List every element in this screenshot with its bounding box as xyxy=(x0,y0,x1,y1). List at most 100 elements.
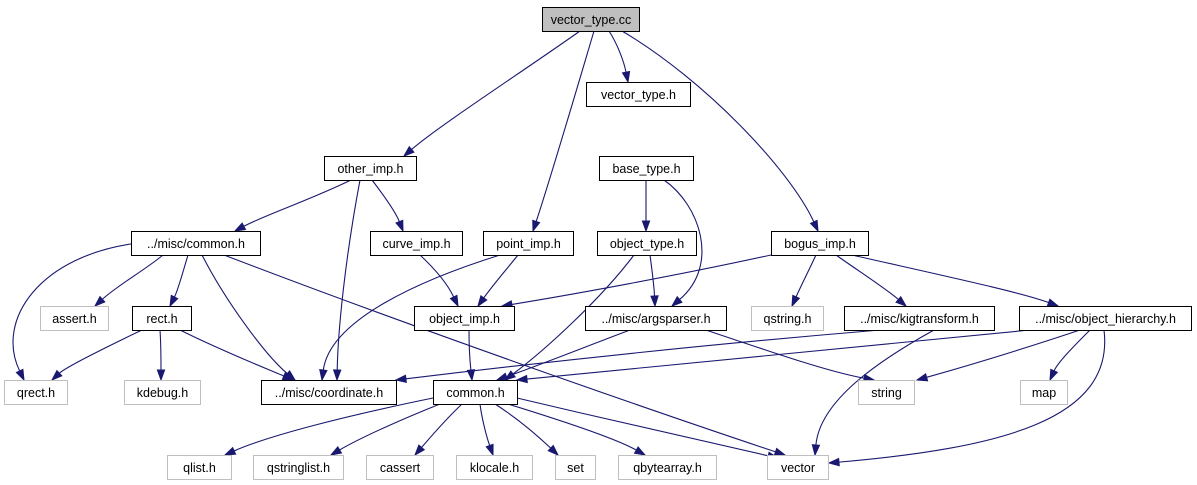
edge-vector-type-cc-to-other-imp-h xyxy=(402,30,581,157)
edge-line xyxy=(494,403,552,449)
node-label: kdebug.h xyxy=(137,386,188,400)
arrowhead xyxy=(319,369,328,382)
node-label: bogus_imp.h xyxy=(784,237,856,251)
edge-line xyxy=(201,254,288,375)
node-qlist-h: qlist.h xyxy=(167,455,232,480)
edge-line xyxy=(336,179,361,371)
node-misc-kigtransform-h[interactable]: ../misc/kigtransform.h xyxy=(844,306,995,331)
arrowhead xyxy=(414,444,426,457)
node-label: string xyxy=(871,386,902,400)
node-vector-type-h[interactable]: vector_type.h xyxy=(586,82,691,107)
edge-line xyxy=(506,329,631,378)
node-box xyxy=(40,306,109,331)
node-other-imp-h[interactable]: other_imp.h xyxy=(324,156,417,181)
node-box xyxy=(167,455,232,480)
edge-line xyxy=(405,329,881,380)
arrowhead xyxy=(621,70,631,84)
arrowhead xyxy=(515,374,528,384)
node-label: curve_imp.h xyxy=(382,237,450,251)
arrowhead xyxy=(670,295,683,307)
edge-line xyxy=(608,30,627,73)
node-object-type-h[interactable]: object_type.h xyxy=(597,231,697,256)
node-box xyxy=(483,231,574,256)
arrowhead xyxy=(281,371,295,381)
edge-bogus-imp-h-to-object-imp-h xyxy=(500,254,772,309)
node-misc-coordinate-h[interactable]: ../misc/coordinate.h xyxy=(261,380,397,405)
edge-vector-type-cc-to-bogus-imp-h xyxy=(621,30,819,233)
arrowhead xyxy=(394,374,407,384)
node-label: ../misc/coordinate.h xyxy=(275,386,383,400)
edge-object-imp-h-to-common-h xyxy=(466,329,476,382)
edges-layer xyxy=(12,30,1106,467)
node-box xyxy=(844,306,995,331)
edge-vector-type-cc-to-point-imp-h xyxy=(532,30,595,233)
node-misc-common-h[interactable]: ../misc/common.h xyxy=(131,231,261,256)
node-box xyxy=(261,380,397,405)
edge-object-hierarchy-h-to-map xyxy=(1049,329,1091,382)
edge-line xyxy=(411,30,581,150)
node-label: ../misc/common.h xyxy=(147,237,245,251)
node-curve-imp-h[interactable]: curve_imp.h xyxy=(370,231,463,256)
edge-curve-imp-h-to-object-imp-h xyxy=(419,254,459,308)
arrowhead xyxy=(650,295,659,308)
edge-common-h-to-qstringlist-h xyxy=(329,403,441,456)
arrowhead xyxy=(477,294,488,308)
node-object-imp-h[interactable]: object_imp.h xyxy=(414,306,515,331)
node-label: object_type.h xyxy=(610,237,684,251)
edge-line xyxy=(339,403,441,451)
arrowhead xyxy=(1049,368,1059,382)
arrowhead xyxy=(495,372,509,381)
node-kdebug-h: kdebug.h xyxy=(124,380,201,405)
node-label: assert.h xyxy=(52,312,97,326)
arrowhead xyxy=(915,373,929,382)
node-box xyxy=(456,455,533,480)
node-misc-object-hierarchy-h[interactable]: ../misc/object_hierarchy.h xyxy=(1019,306,1192,331)
edge-line xyxy=(507,403,637,451)
node-point-imp-h[interactable]: point_imp.h xyxy=(483,231,574,256)
node-box xyxy=(618,455,717,480)
edge-line xyxy=(233,397,434,452)
node-box xyxy=(585,306,727,331)
node-map: map xyxy=(1020,380,1068,405)
arrowhead xyxy=(485,443,494,457)
node-qrect-h: qrect.h xyxy=(4,380,68,405)
node-misc-argsparser-h[interactable]: ../misc/argsparser.h xyxy=(585,306,727,331)
node-klocale-h: klocale.h xyxy=(456,455,533,480)
edge-argsparser-h-to-common-h xyxy=(495,329,631,381)
edge-line xyxy=(1053,329,1091,372)
arrowhead xyxy=(895,295,908,307)
arrowhead xyxy=(332,369,342,382)
node-bogus-imp-h[interactable]: bogus_imp.h xyxy=(771,231,869,256)
edge-bogus-imp-h-to-object-hierarchy-h xyxy=(851,254,1060,307)
arrowhead xyxy=(641,220,651,233)
node-assert-h: assert.h xyxy=(40,306,109,331)
node-box xyxy=(1019,306,1192,331)
edge-line xyxy=(468,329,472,371)
node-set: set xyxy=(555,455,596,480)
node-rect-h[interactable]: rect.h xyxy=(132,306,192,331)
edge-line xyxy=(851,254,1049,304)
edge-common-misc-h-to-rect-h xyxy=(169,254,189,308)
node-box xyxy=(124,380,201,405)
node-string: string xyxy=(858,380,915,405)
node-label: rect.h xyxy=(146,312,177,326)
arrowhead xyxy=(633,446,647,456)
arrowhead xyxy=(827,457,840,467)
arrowhead xyxy=(15,368,25,382)
node-box xyxy=(414,306,515,331)
arrowhead xyxy=(532,219,541,233)
edge-line xyxy=(663,179,703,300)
node-vector-type-cc[interactable]: vector_type.cc xyxy=(542,7,640,32)
edge-common-h-to-set xyxy=(494,403,560,457)
node-label: object_imp.h xyxy=(429,312,500,326)
node-common-h[interactable]: common.h xyxy=(433,380,518,405)
arrowhead xyxy=(791,294,801,308)
edge-common-h-to-klocale-h xyxy=(479,403,494,457)
node-base-type-h[interactable]: base_type.h xyxy=(599,156,694,181)
arrowhead xyxy=(156,369,166,382)
edge-common-misc-h-to-qrect-h xyxy=(12,242,139,382)
node-box xyxy=(253,455,344,480)
node-vector: vector xyxy=(767,455,829,480)
arrowhead xyxy=(233,222,247,232)
edge-common-misc-h-to-assert-h xyxy=(93,254,164,307)
